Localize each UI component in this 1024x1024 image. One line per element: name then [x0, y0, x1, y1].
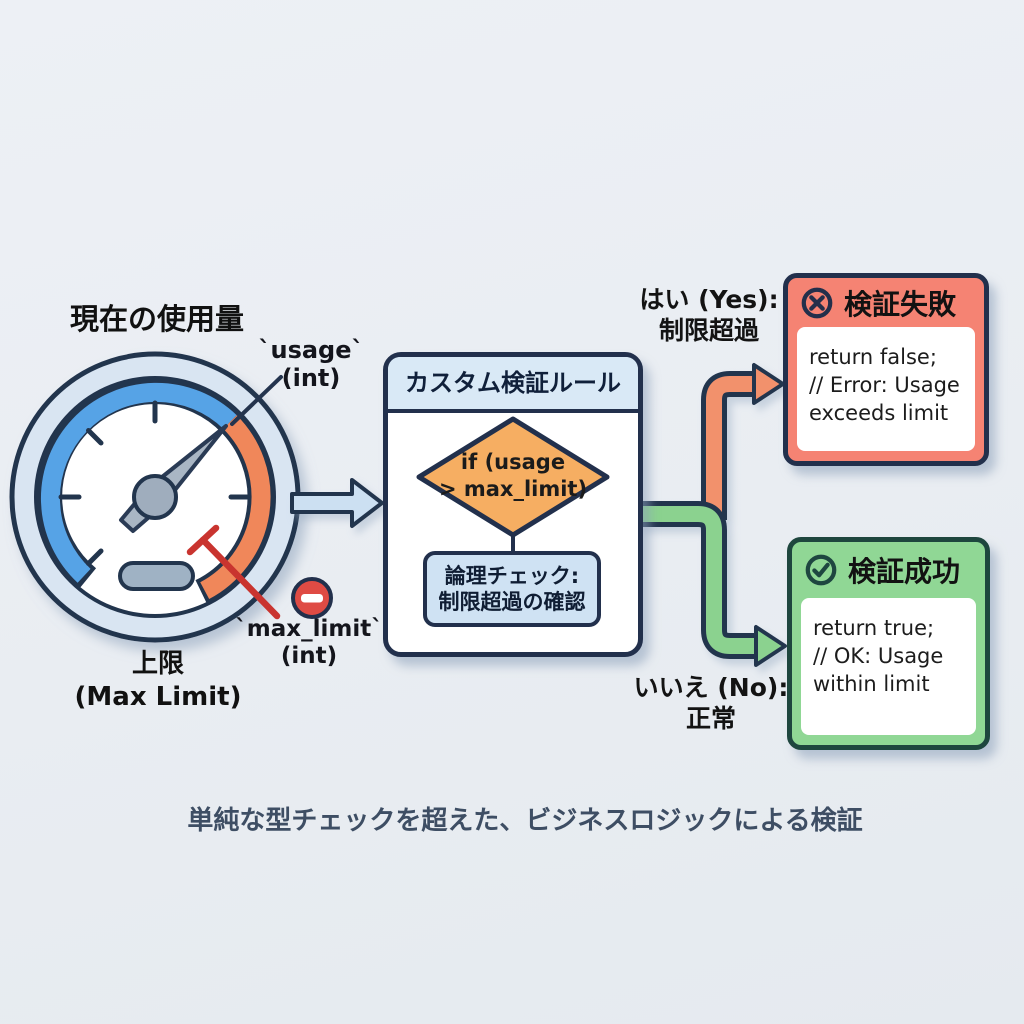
- usage-variable-label: `usage` (int): [258, 336, 363, 392]
- success-result-box: 検証成功 return true; // OK: Usage within li…: [787, 537, 990, 750]
- no-arrowhead-icon: [754, 625, 787, 667]
- current-usage-title: 現在の使用量: [69, 302, 245, 336]
- max-limit-variable-type: (int): [280, 643, 338, 669]
- no-pipe-border: [638, 501, 756, 659]
- usage-variable-type: (int): [281, 364, 341, 392]
- gauge-orange-arc: [200, 415, 271, 599]
- minus-badge-bar: [301, 594, 323, 603]
- no-branch-label-line-1: いいえ (No):: [633, 673, 789, 702]
- validator-box: カスタム検証ルール if (usage > max_limit) 論理チェック:…: [383, 352, 643, 657]
- fail-result-title: 検証失敗: [844, 287, 957, 321]
- yes-branch-label: はい (Yes): 制限超過: [639, 284, 778, 346]
- max-limit-variable-label: `max_limit` (int): [235, 616, 382, 670]
- max-limit-caption: 上限 (Max Limit): [75, 648, 242, 714]
- condition-text: if (usage > max_limit): [388, 449, 638, 503]
- no-branch-label-line-2: 正常: [685, 704, 736, 733]
- success-code-block: return true; // OK: Usage within limit: [801, 598, 976, 735]
- logic-note-box: 論理チェック: 制限超過の確認: [423, 551, 601, 627]
- no-pipe: [638, 506, 760, 654]
- max-limit-caption-en: (Max Limit): [74, 682, 242, 712]
- max-limit-variable-name: `max_limit`: [235, 616, 383, 642]
- success-circle-check-icon: [805, 554, 837, 586]
- success-code-line-2: // OK: Usage: [813, 644, 944, 668]
- success-code-line-3: within limit: [813, 672, 930, 696]
- logic-note-line-1: 論理チェック:: [444, 564, 580, 588]
- success-code-line-1: return true;: [813, 616, 935, 640]
- minus-badge-icon: [291, 577, 333, 619]
- usage-gauge-icon: [9, 351, 301, 643]
- condition-line-2: > max_limit): [438, 477, 588, 501]
- gauge-blue-arc: [40, 382, 237, 583]
- gauge-pill: [118, 561, 195, 591]
- logic-note-line-2: 制限超過の確認: [438, 590, 586, 614]
- gauge-ticks: [58, 400, 252, 566]
- limit-marker: [186, 524, 281, 620]
- fail-result-header: 検証失敗: [788, 278, 984, 327]
- limit-marker-line: [199, 536, 281, 620]
- fail-code-line-3: exceeds limit: [809, 401, 949, 425]
- yes-arrowhead-icon: [752, 363, 785, 405]
- fail-code-line-2: // Error: Usage: [809, 373, 960, 397]
- condition-line-1: if (usage: [460, 450, 566, 474]
- branch-pipes: [638, 363, 787, 667]
- validator-header: カスタム検証ルール: [388, 357, 638, 413]
- success-result-header: 検証成功: [792, 542, 985, 598]
- usage-variable-name: `usage`: [258, 336, 364, 364]
- limit-marker-crossbar: [186, 524, 220, 556]
- fail-code-line-1: return false;: [809, 345, 937, 369]
- validator-body: if (usage > max_limit) 論理チェック: 制限超過の確認: [388, 413, 638, 652]
- error-circle-x-icon: [801, 287, 833, 318]
- fail-code-block: return false; // Error: Usage exceeds li…: [797, 327, 975, 451]
- fail-result-box: 検証失敗 return false; // Error: Usage excee…: [783, 273, 989, 466]
- flow-arrow-gauge-to-validator: [290, 478, 384, 528]
- yes-branch-label-line-1: はい (Yes):: [639, 285, 779, 314]
- max-limit-caption-jp: 上限: [131, 649, 185, 679]
- gauge-hub: [132, 474, 178, 520]
- diamond-connector-line: [511, 533, 515, 555]
- yes-branch-label-line-2: 制限超過: [658, 316, 760, 345]
- bottom-caption: 単純な型チェックを超えた、ビジネスロジックによる検証: [187, 806, 863, 836]
- yes-pipe: [706, 376, 758, 520]
- usage-pointer-line: [230, 375, 283, 426]
- no-branch-label: いいえ (No): 正常: [634, 672, 789, 734]
- success-result-title: 検証成功: [848, 555, 961, 588]
